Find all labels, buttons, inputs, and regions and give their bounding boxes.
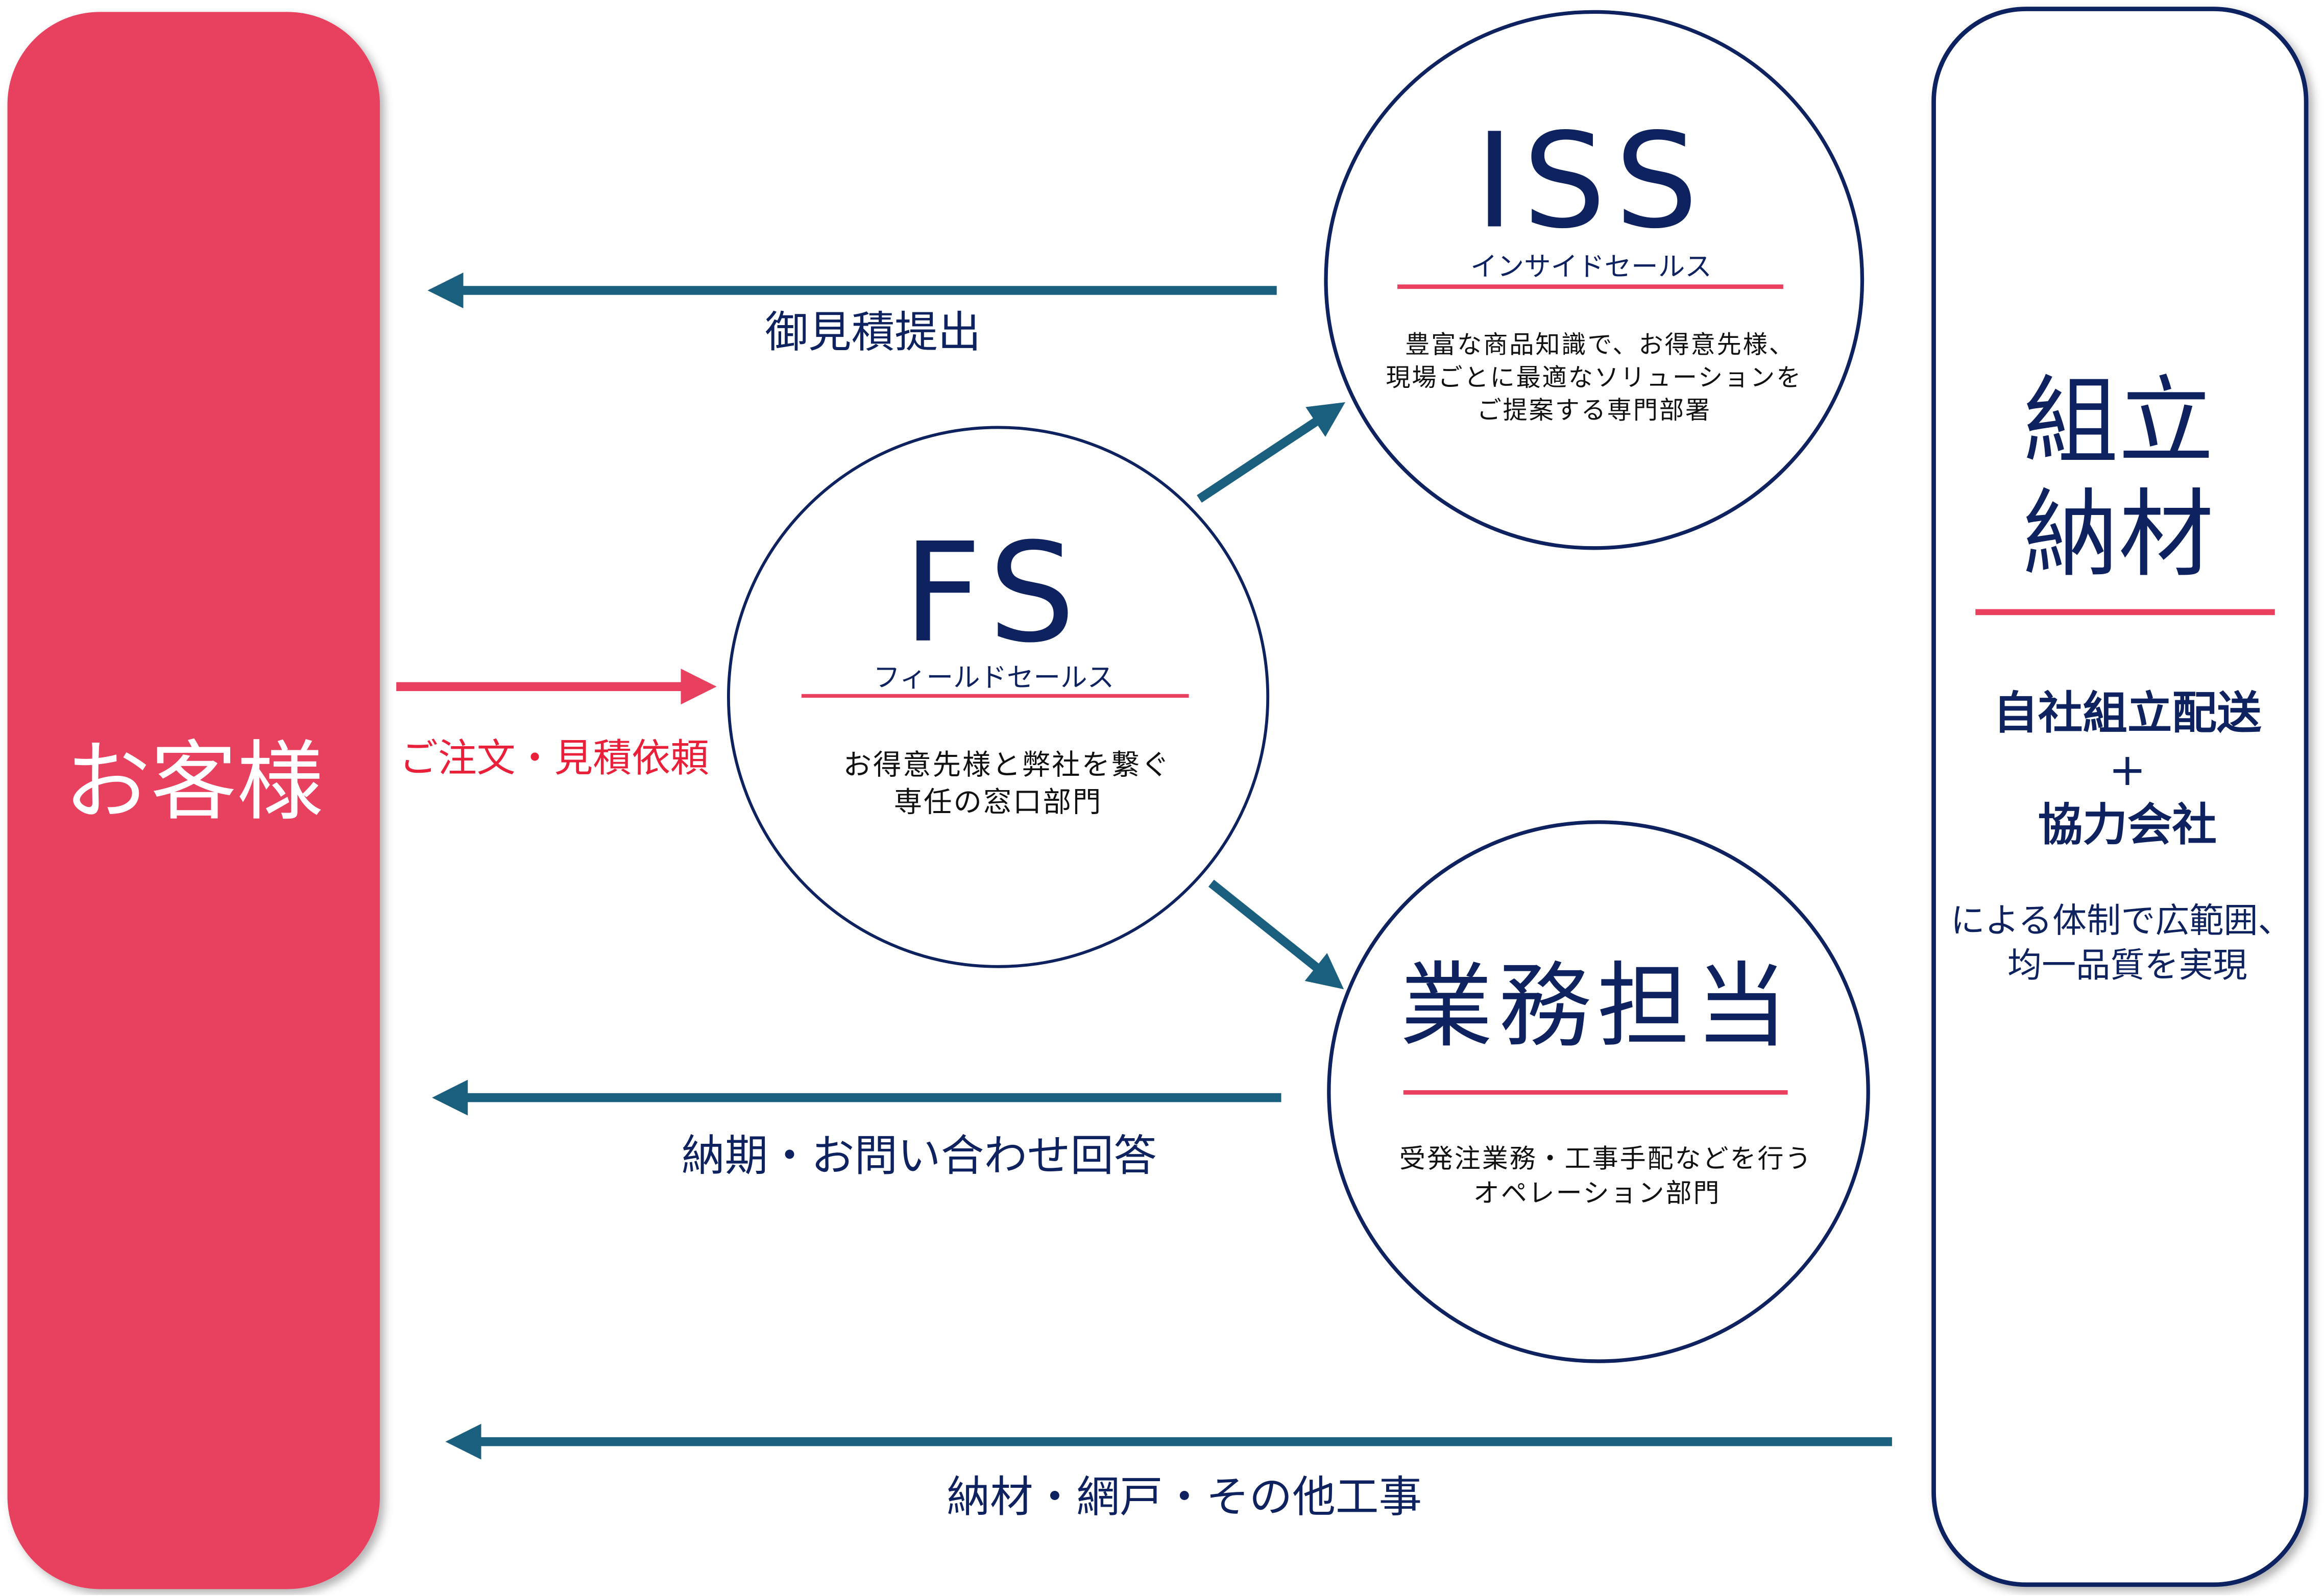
iss-desc-2: 現場ごとに最適なソリューションを <box>1386 363 1802 392</box>
ops-title: 業務担当 <box>1400 952 1794 1060</box>
ops-desc-1: 受発注業務・工事手配などを行う <box>1399 1144 1812 1174</box>
answer-label: 納期・お問い合わせ回答 <box>682 1131 1157 1181</box>
customer-box: お客様 <box>7 12 380 1589</box>
fs-desc-2: 専任の窓口部門 <box>894 786 1103 819</box>
fs-title: FS <box>903 514 1084 673</box>
iss-circle: ISS インサイドセールス 豊富な商品知識で、お得意先様、 現場ごとに最適なソリ… <box>1324 10 1865 550</box>
fs-desc-1: お得意先様と弊社を繋ぐ <box>843 749 1171 781</box>
fs-to-ops-arrow <box>1208 879 1344 990</box>
customer-label: お客様 <box>64 731 323 832</box>
assembly-desc-2: 均一品質を実現 <box>2007 945 2247 985</box>
assembly-title-1: 組立 <box>2023 366 2214 477</box>
order-label: ご注文・見積依頼 <box>399 736 709 781</box>
ops-desc-2: オペレーション部門 <box>1473 1178 1721 1209</box>
materials-label: 納材・網戸・その他工事 <box>947 1471 1422 1522</box>
assembly-divider <box>1975 609 2275 616</box>
assembly-plus: + <box>2109 744 2146 796</box>
fs-circle: FS フィールドセールス お得意先様と弊社を繋ぐ 専任の窓口部門 <box>727 426 1270 968</box>
estimate-label: 御見積提出 <box>765 307 981 357</box>
iss-desc-3: ご提案する専門部署 <box>1477 396 1711 425</box>
assembly-box: 組立 納材 自社組立配送 + 協力会社 による体制で広範囲、 均一品質を実現 <box>1931 7 2309 1587</box>
iss-title: ISS <box>1475 105 1707 258</box>
iss-desc-1: 豊富な商品知識で、お得意先様、 <box>1405 331 1795 359</box>
assembly-title-2: 納材 <box>2023 480 2214 591</box>
fs-divider <box>801 694 1189 698</box>
ops-circle: 業務担当 受発注業務・工事手配などを行う オペレーション部門 <box>1327 820 1870 1363</box>
fs-to-iss-arrow <box>1197 402 1345 503</box>
fs-subtitle: フィールドセールス <box>874 662 1115 693</box>
iss-subtitle: インサイドセールス <box>1470 251 1712 282</box>
assembly-line1: 自社組立配送 <box>1993 687 2262 739</box>
assembly-desc-1: による体制で広範囲、 <box>1951 901 2292 941</box>
assembly-line2: 協力会社 <box>2038 799 2217 851</box>
ops-divider <box>1403 1090 1788 1095</box>
iss-divider <box>1397 284 1783 289</box>
